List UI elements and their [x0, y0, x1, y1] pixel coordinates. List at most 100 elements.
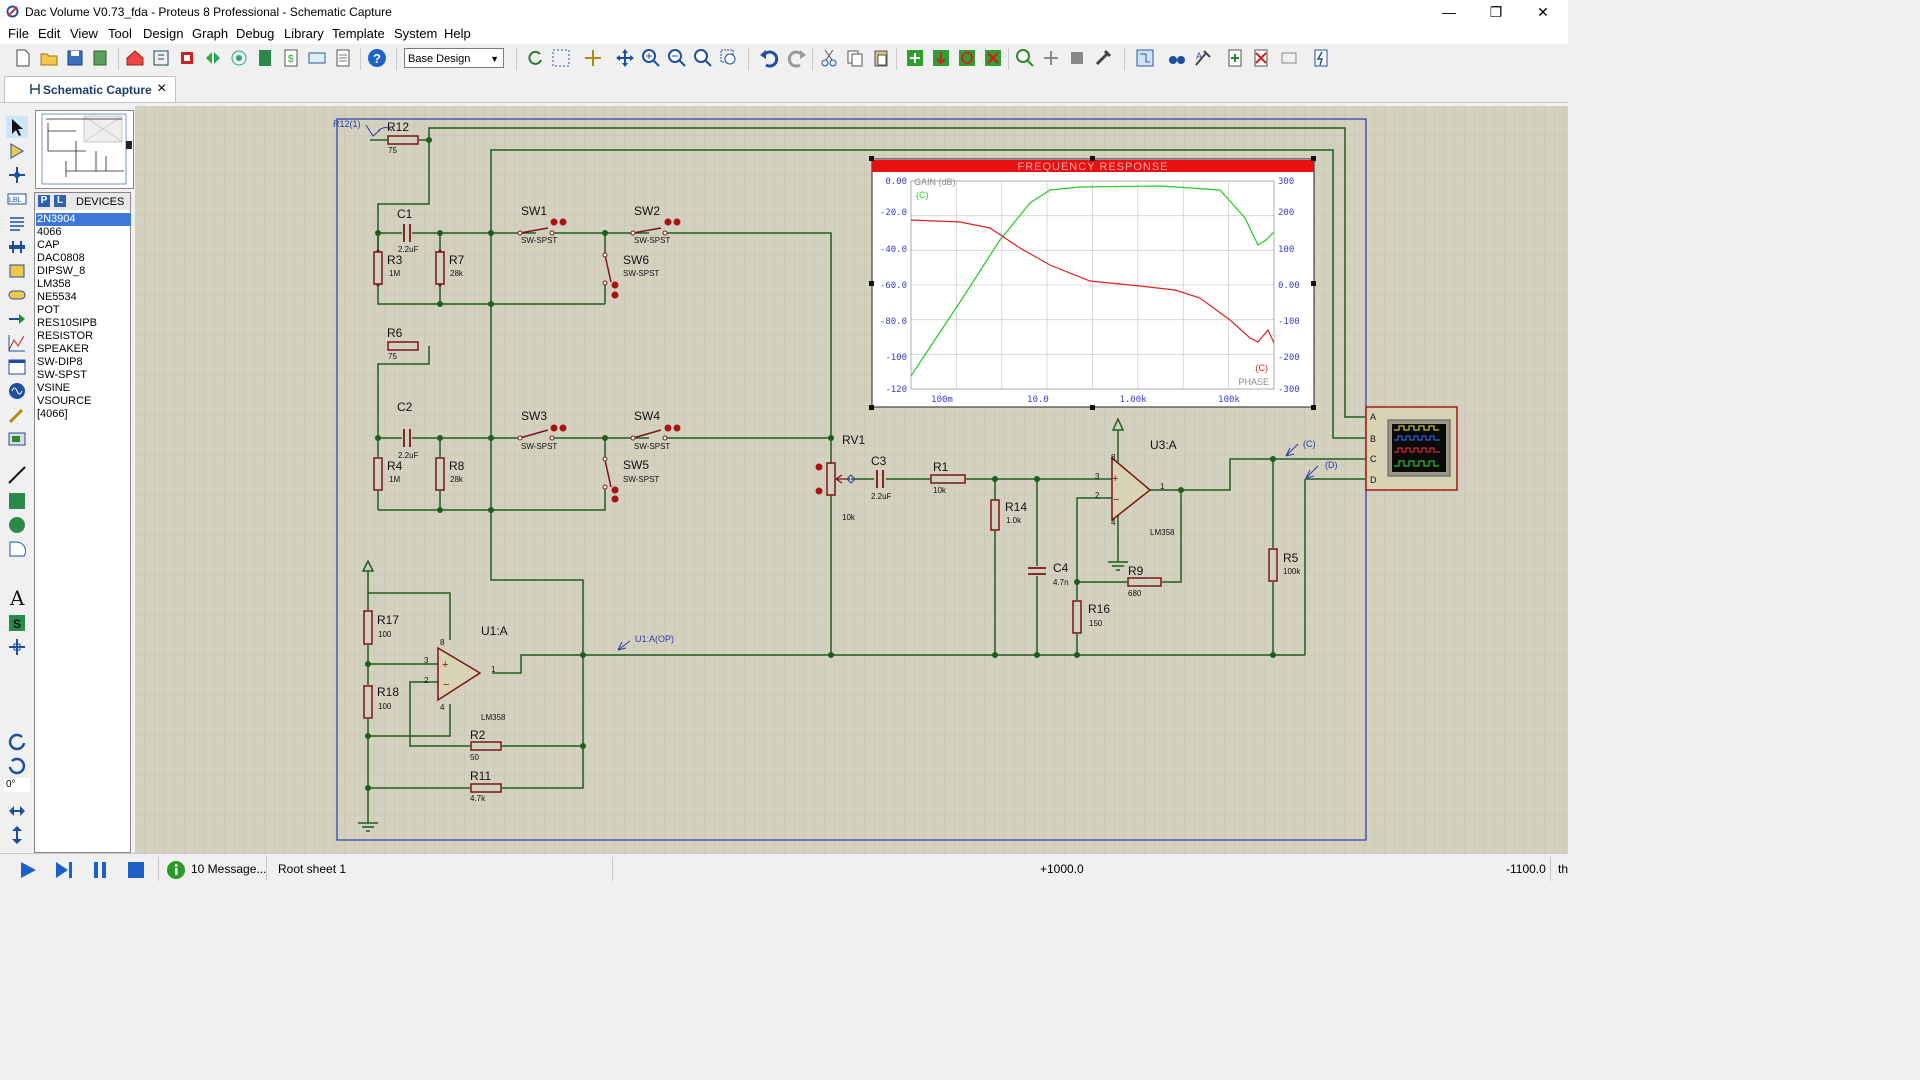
menu-file[interactable]: File: [8, 26, 29, 41]
zoom-in-icon[interactable]: [640, 47, 662, 69]
menu-graph[interactable]: Graph: [192, 26, 229, 41]
wire-label-icon[interactable]: LBL: [6, 188, 28, 210]
minimize-button[interactable]: —: [1442, 4, 1456, 20]
origin-icon[interactable]: [582, 47, 604, 69]
marker-tool-icon[interactable]: [6, 636, 28, 658]
undo-icon[interactable]: [758, 47, 780, 69]
virtual-instruments-icon[interactable]: [6, 428, 28, 450]
refresh-icon[interactable]: [524, 47, 546, 69]
design-explorer-icon[interactable]: [254, 47, 276, 69]
subcircuit-icon[interactable]: [6, 260, 28, 282]
device-item[interactable]: DAC0808: [37, 252, 85, 264]
device-pins-icon[interactable]: [6, 308, 28, 330]
device-item[interactable]: NE5534: [37, 291, 77, 303]
3d-viewer-icon[interactable]: [202, 47, 224, 69]
gerber-icon[interactable]: [228, 47, 250, 69]
menu-system[interactable]: System: [394, 26, 438, 41]
device-item[interactable]: 2N3904: [36, 213, 131, 226]
import-icon[interactable]: [90, 47, 112, 69]
cut-icon[interactable]: [818, 47, 840, 69]
close-window-button[interactable]: ✕: [1537, 4, 1549, 20]
circle-tool-icon[interactable]: [6, 514, 28, 536]
rotate-clockwise-icon[interactable]: [6, 730, 28, 752]
block-delete-icon[interactable]: [982, 47, 1004, 69]
design-variant-select[interactable]: Base Design▼: [404, 48, 504, 68]
active-popup-icon[interactable]: [6, 356, 28, 378]
grid-toggle-icon[interactable]: [550, 47, 572, 69]
step-icon[interactable]: [54, 860, 74, 880]
opamp-u3[interactable]: + −: [1111, 456, 1152, 522]
bill-of-materials-icon[interactable]: $: [280, 47, 302, 69]
box-tool-icon[interactable]: [6, 490, 28, 512]
text-script-icon[interactable]: [6, 212, 28, 234]
redo-icon[interactable]: [786, 47, 808, 69]
text-tool-icon[interactable]: A: [6, 586, 28, 608]
package-tool-icon[interactable]: [1066, 47, 1088, 69]
menu-library[interactable]: Library: [284, 26, 324, 41]
frequency-response-graph[interactable]: FREQUENCY RESPONSE GAIN (dB) (C) (C) PHA…: [869, 156, 1316, 410]
device-item[interactable]: POT: [37, 304, 60, 316]
message-count[interactable]: 10 Message...: [191, 862, 267, 876]
pause-icon[interactable]: [90, 860, 110, 880]
device-item[interactable]: SPEAKER: [37, 343, 89, 355]
junction-dot-icon[interactable]: [6, 164, 28, 186]
terminals-icon[interactable]: [6, 284, 28, 306]
device-item[interactable]: VSOURCE: [37, 395, 92, 407]
info-icon[interactable]: [166, 860, 186, 880]
copy-icon[interactable]: [844, 47, 866, 69]
graph-mode-icon[interactable]: [6, 332, 28, 354]
device-item[interactable]: CAP: [37, 239, 60, 251]
new-sheet-icon[interactable]: [1224, 47, 1246, 69]
schematic-canvas[interactable]: + − + − FREQUENCY RESPONSE GAIN (dB): [135, 106, 1568, 853]
device-item[interactable]: DIPSW_8: [37, 265, 86, 277]
mirror-horizontal-icon[interactable]: [6, 800, 28, 822]
block-copy-icon[interactable]: [904, 47, 926, 69]
device-item[interactable]: [4066]: [37, 408, 68, 420]
zoom-area-icon[interactable]: [718, 47, 740, 69]
decompose-icon[interactable]: [1092, 47, 1114, 69]
mirror-vertical-icon[interactable]: [6, 824, 28, 846]
overview-window[interactable]: [35, 110, 134, 189]
pan-icon[interactable]: [614, 47, 636, 69]
source-code-icon[interactable]: [306, 47, 328, 69]
block-move-icon[interactable]: [930, 47, 952, 69]
bus-icon[interactable]: [6, 236, 28, 258]
component-mode-icon[interactable]: [6, 140, 28, 162]
probe-mode-icon[interactable]: [6, 404, 28, 426]
rotate-anticlockwise-icon[interactable]: [6, 754, 28, 776]
potentiometer-rv1[interactable]: [826, 462, 856, 496]
symbol-tool-icon[interactable]: S: [6, 612, 28, 634]
selection-mode-icon[interactable]: [6, 116, 28, 138]
pick-devices-button[interactable]: P: [38, 195, 50, 207]
opamp-u1[interactable]: + −: [437, 646, 482, 702]
save-icon[interactable]: [64, 47, 86, 69]
graph-resize-handles[interactable]: [869, 156, 1316, 410]
maximize-button[interactable]: ❐: [1489, 4, 1503, 20]
electrical-rule-check-icon[interactable]: [1310, 47, 1332, 69]
close-icon[interactable]: ×: [157, 80, 167, 97]
menu-template[interactable]: Template: [332, 26, 385, 41]
device-item[interactable]: SW-SPST: [37, 369, 87, 381]
library-manager-button[interactable]: L: [54, 195, 66, 207]
notes-icon[interactable]: [332, 47, 354, 69]
menu-help[interactable]: Help: [444, 26, 471, 41]
menu-design[interactable]: Design: [143, 26, 184, 41]
wire-autorouter-icon[interactable]: [1134, 47, 1156, 69]
play-icon[interactable]: [18, 860, 38, 880]
stop-icon[interactable]: [126, 860, 146, 880]
menu-tool[interactable]: Tool: [108, 26, 132, 41]
open-folder-icon[interactable]: [38, 47, 60, 69]
menu-view[interactable]: View: [70, 26, 98, 41]
device-item[interactable]: RESISTOR: [37, 330, 94, 342]
search-tag-icon[interactable]: [1166, 47, 1188, 69]
menu-edit[interactable]: Edit: [38, 26, 61, 41]
home-icon[interactable]: [124, 47, 146, 69]
block-rotate-icon[interactable]: [956, 47, 978, 69]
help-icon[interactable]: ?: [366, 47, 388, 69]
device-item[interactable]: VSINE: [37, 382, 71, 394]
device-item[interactable]: SW-DIP8: [37, 356, 83, 368]
line-tool-icon[interactable]: [6, 464, 28, 486]
tab-schematic-capture[interactable]: Schematic Capture ×: [4, 76, 176, 102]
schematic-icon[interactable]: [150, 47, 172, 69]
device-item[interactable]: RES10SIPB: [37, 317, 97, 329]
